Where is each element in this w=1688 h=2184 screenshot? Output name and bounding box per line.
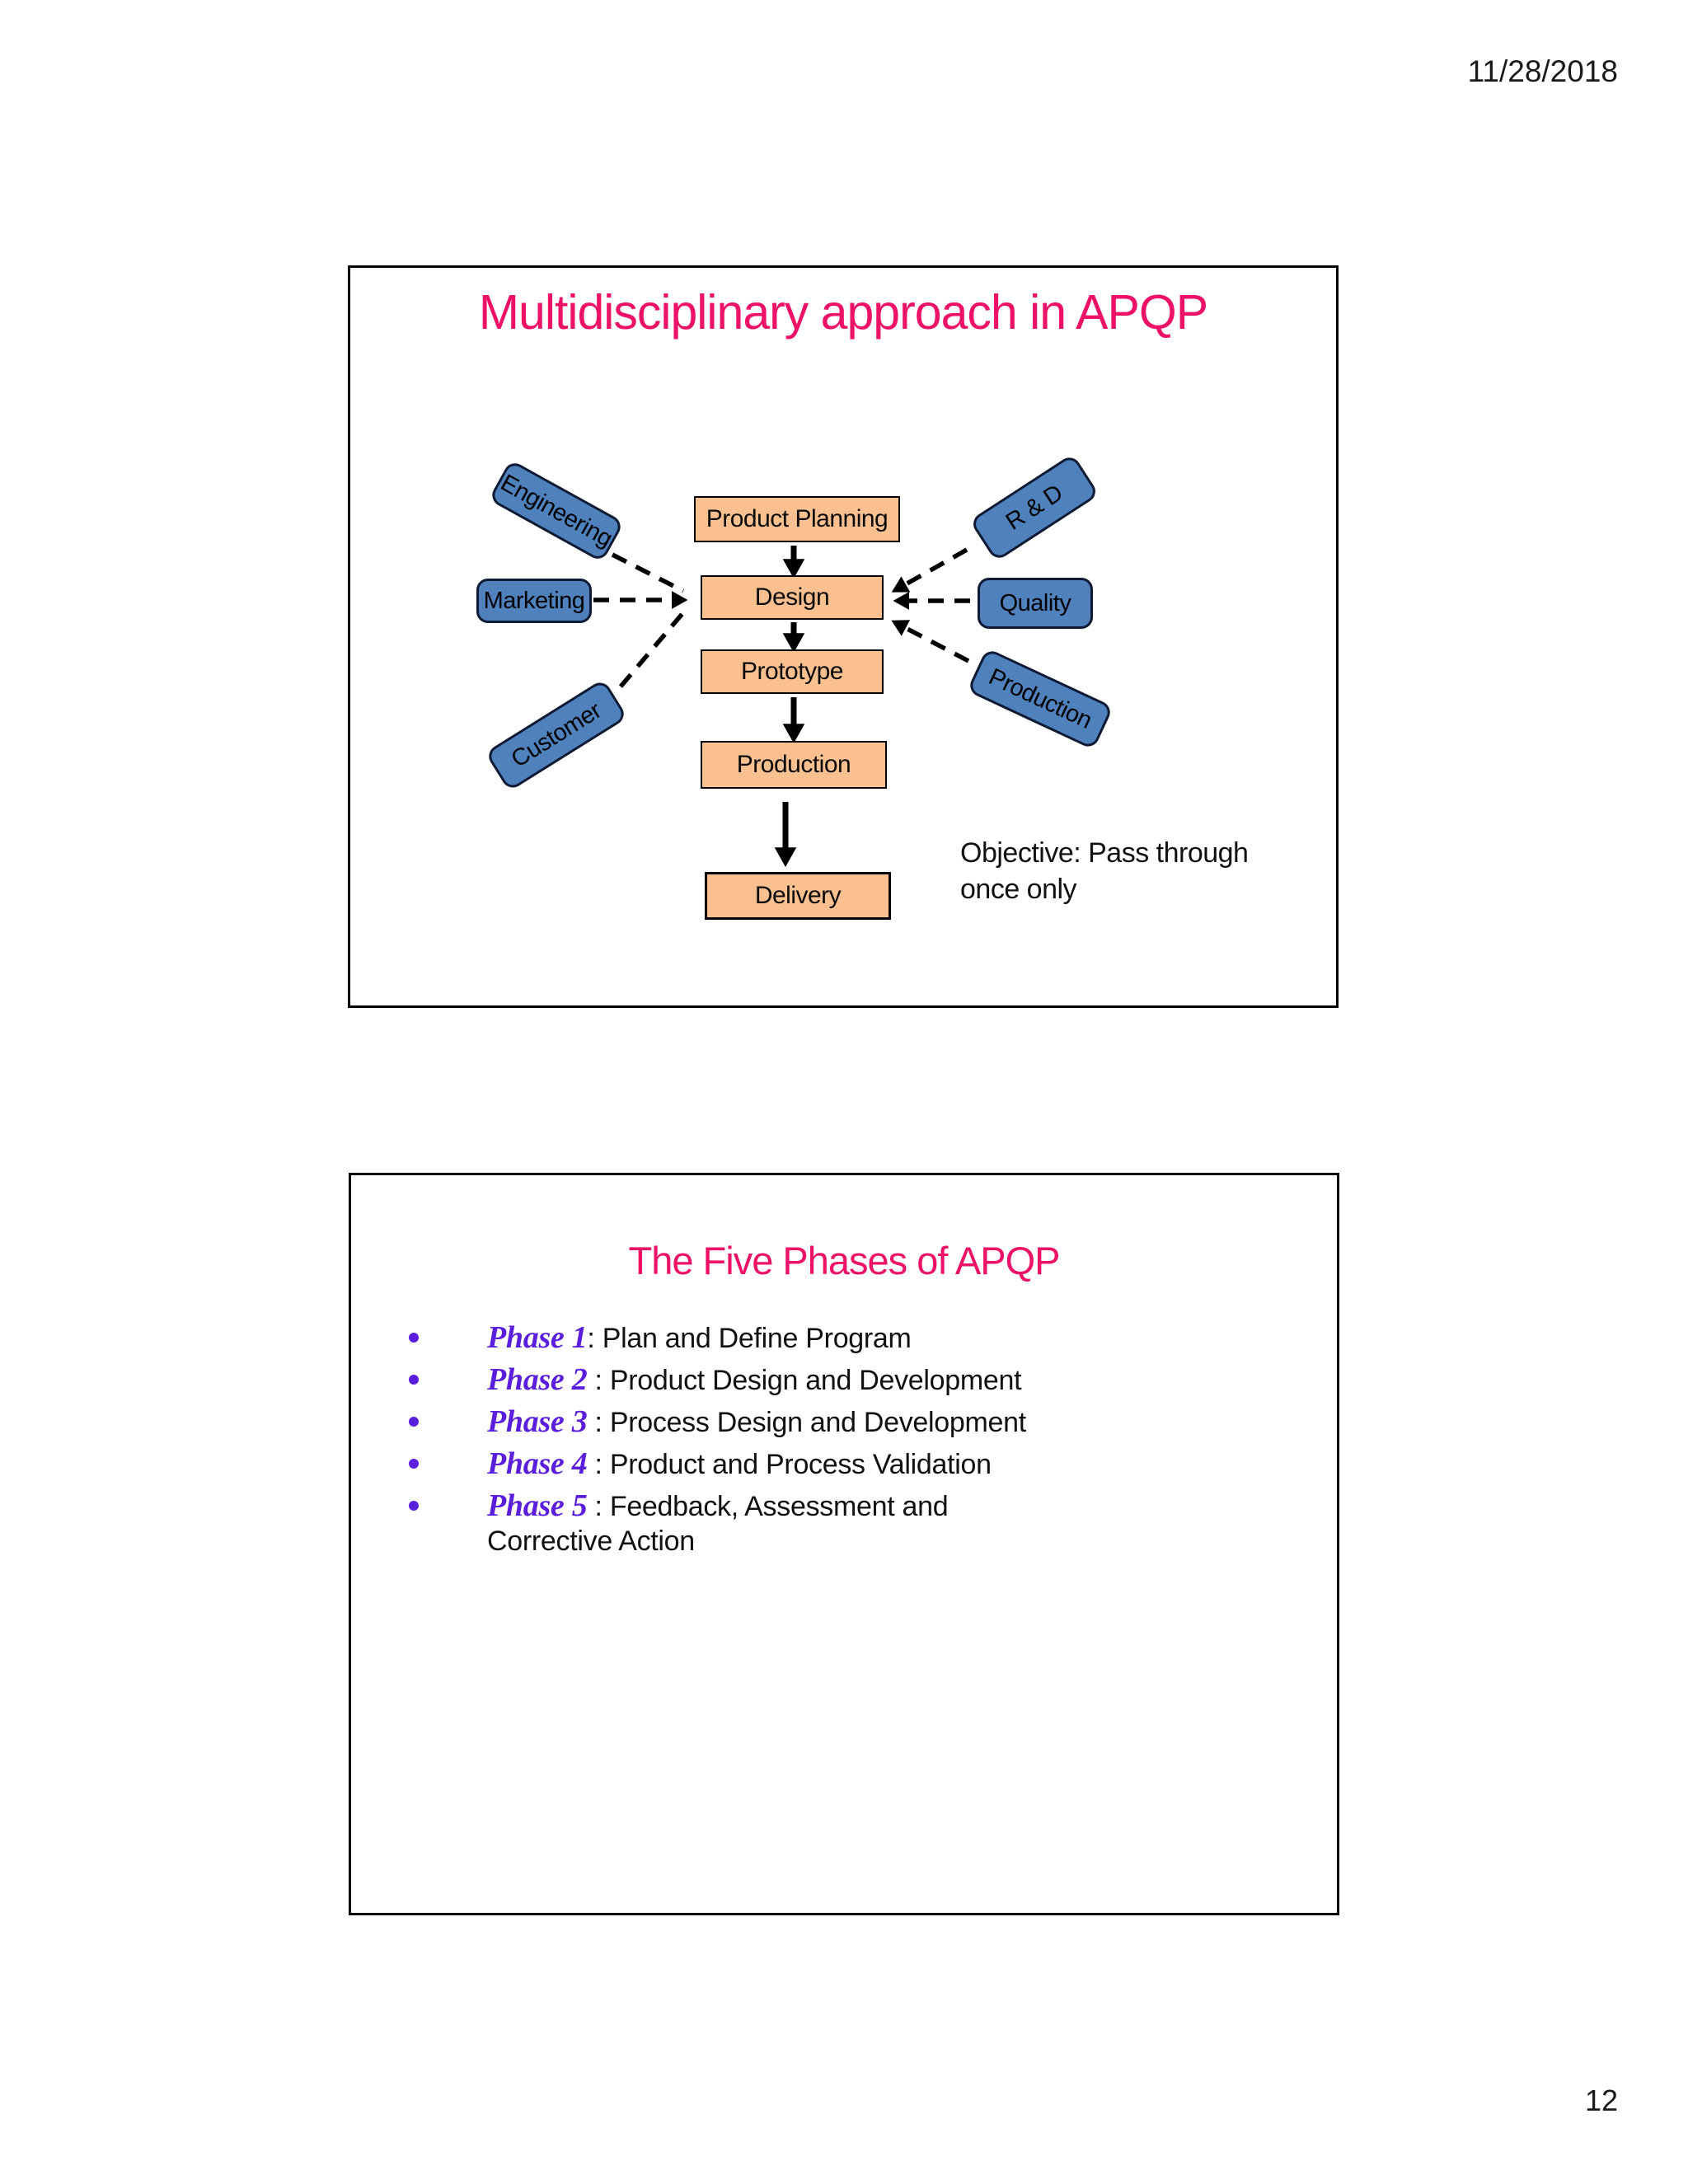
dept-box-marketing: Marketing	[476, 579, 592, 623]
page-number: 12	[1584, 2083, 1618, 2117]
phase-desc: : Product Design and Development	[587, 1365, 1022, 1396]
flow-box-delivery: Delivery	[705, 872, 891, 920]
bullet-dot	[409, 1333, 419, 1343]
phase-label: Phase 3	[487, 1404, 588, 1439]
slide-1-title: Multidisciplinary approach in APQP	[478, 285, 1208, 340]
bullet-phase-5: Phase 5 : Feedback, Assessment and Corre…	[351, 1488, 1258, 1558]
slide-2-frame: The Five Phases of APQP Phase 1: Plan an…	[349, 1173, 1339, 1915]
slide-1-frame: Multidisciplinary approach in APQP Produ…	[348, 265, 1339, 1008]
bullet-phase-2: Phase 2 : Product Design and Development	[351, 1362, 1258, 1398]
flow-box-prototype: Prototype	[701, 649, 884, 694]
phase-desc-wrap-line: Corrective Action	[487, 1526, 695, 1557]
bullet-dot	[409, 1501, 419, 1511]
bullet-phase-3: Phase 3 : Process Design and Development	[351, 1404, 1258, 1440]
bullet-phase-1: Phase 1: Plan and Define Program	[351, 1320, 1258, 1356]
phase-label: Phase 1	[487, 1320, 588, 1355]
bullet-dot	[409, 1417, 419, 1427]
phase-label: Phase 5	[487, 1488, 588, 1523]
dashed-arrow-production	[891, 620, 970, 663]
phase-bullet-list: Phase 1: Plan and Define Program Phase 2…	[351, 1320, 1258, 1565]
flow-box-design: Design	[701, 575, 884, 620]
page-date: 11/28/2018	[1467, 54, 1618, 88]
phase-desc: : Feedback, Assessment and	[587, 1491, 949, 1522]
dashed-arrow-customer	[618, 609, 687, 688]
objective-line-2: once only	[960, 874, 1077, 905]
slide-2-title: The Five Phases of APQP	[628, 1239, 1061, 1282]
phase-label: Phase 4	[487, 1446, 588, 1481]
phase-label: Phase 2	[487, 1362, 588, 1397]
bullet-dot	[409, 1375, 419, 1385]
diagram-arrows	[593, 546, 970, 867]
phase-desc: : Plan and Define Program	[587, 1323, 912, 1354]
phase-desc: : Process Design and Development	[587, 1407, 1027, 1438]
flow-box-product-planning: Product Planning	[694, 496, 900, 542]
bullet-phase-4: Phase 4 : Product and Process Validation	[351, 1446, 1258, 1482]
phase-desc: : Product and Process Validation	[587, 1449, 992, 1480]
flow-box-production: Production	[701, 741, 887, 789]
dept-box-quality: Quality	[978, 578, 1093, 629]
objective-note: Objective: Pass through once only	[960, 835, 1249, 907]
dashed-arrow-engineering	[611, 552, 685, 593]
bullet-dot	[409, 1459, 419, 1469]
dashed-arrow-rnd	[891, 547, 968, 593]
objective-line-1: Objective: Pass through	[960, 837, 1249, 869]
